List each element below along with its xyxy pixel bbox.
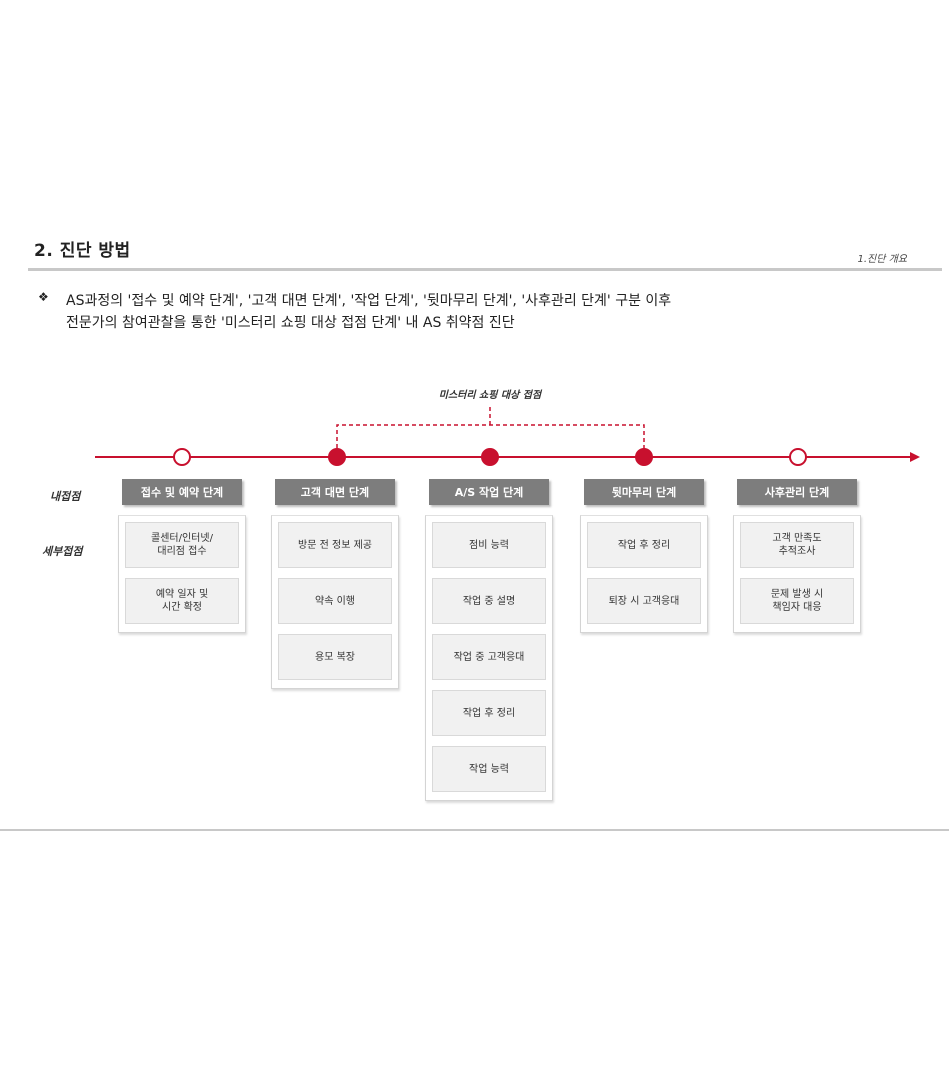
stage-box: A/S 작업 단계 (429, 479, 549, 505)
detail-item: 퇴장 시 고객응대 (587, 578, 701, 624)
detail-item: 문제 발생 시 책임자 대응 (740, 578, 854, 624)
detail-item: 작업 중 설명 (432, 578, 546, 624)
detail-item: 용모 복장 (278, 634, 392, 680)
page-title: 2. 진단 방법 (34, 241, 131, 261)
detail-item: 점비 능력 (432, 522, 546, 568)
stage-column: A/S 작업 단계 점비 능력 작업 중 설명 작업 중 고객응대 작업 후 정… (425, 479, 553, 801)
footer-rule (0, 829, 949, 831)
stage-box: 접수 및 예약 단계 (122, 479, 242, 505)
stage-box: 뒷마무리 단계 (584, 479, 704, 505)
stage-column: 뒷마무리 단계 작업 후 정리 퇴장 시 고객응대 (580, 479, 708, 633)
stage-box: 사후관리 단계 (737, 479, 857, 505)
section-subtitle: 1.진단 개요 (857, 254, 907, 265)
timeline-node-filled (328, 448, 346, 466)
detail-item: 방문 전 정보 제공 (278, 522, 392, 568)
detail-item: 작업 중 고객응대 (432, 634, 546, 680)
mystery-bracket (336, 405, 645, 455)
detail-panel: 콜센터/인터넷/ 대리점 접수 예약 일자 및 시간 확정 (118, 515, 246, 633)
row-label-detail: 세부접점 (42, 545, 83, 558)
detail-item: 작업 후 정리 (432, 690, 546, 736)
detail-item: 고객 만족도 추적조사 (740, 522, 854, 568)
description-line-1: AS과정의 '접수 및 예약 단계', '고객 대면 단계', '작업 단계',… (66, 293, 672, 309)
detail-item: 작업 후 정리 (587, 522, 701, 568)
detail-item: 약속 이행 (278, 578, 392, 624)
detail-item: 예약 일자 및 시간 확정 (125, 578, 239, 624)
process-timeline (95, 405, 920, 466)
timeline-node-open (173, 448, 191, 466)
detail-panel: 고객 만족도 추적조사 문제 발생 시 책임자 대응 (733, 515, 861, 633)
detail-panel: 방문 전 정보 제공 약속 이행 용모 복장 (271, 515, 399, 689)
stage-column: 사후관리 단계 고객 만족도 추적조사 문제 발생 시 책임자 대응 (733, 479, 861, 633)
detail-item: 콜센터/인터넷/ 대리점 접수 (125, 522, 239, 568)
stage-column: 접수 및 예약 단계 콜센터/인터넷/ 대리점 접수 예약 일자 및 시간 확정 (118, 479, 246, 633)
stage-column: 고객 대면 단계 방문 전 정보 제공 약속 이행 용모 복장 (271, 479, 399, 689)
timeline-node-filled (481, 448, 499, 466)
timeline-node-open (789, 448, 807, 466)
detail-item: 작업 능력 (432, 746, 546, 792)
timeline-node-filled (635, 448, 653, 466)
detail-panel: 점비 능력 작업 중 설명 작업 중 고객응대 작업 후 정리 작업 능력 (425, 515, 553, 801)
diamond-bullet-icon: ❖ (38, 290, 49, 304)
description-line-2: 전문가의 참여관찰을 통한 '미스터리 쇼핑 대상 접점 단계' 내 AS 취약… (66, 315, 515, 331)
detail-panel: 작업 후 정리 퇴장 시 고객응대 (580, 515, 708, 633)
mystery-shopping-label: 미스터리 쇼핑 대상 접점 (438, 390, 542, 401)
row-label-main: 내접점 (50, 490, 81, 503)
timeline-arrow-icon (910, 452, 920, 462)
header-rule (28, 268, 942, 271)
stage-box: 고객 대면 단계 (275, 479, 395, 505)
